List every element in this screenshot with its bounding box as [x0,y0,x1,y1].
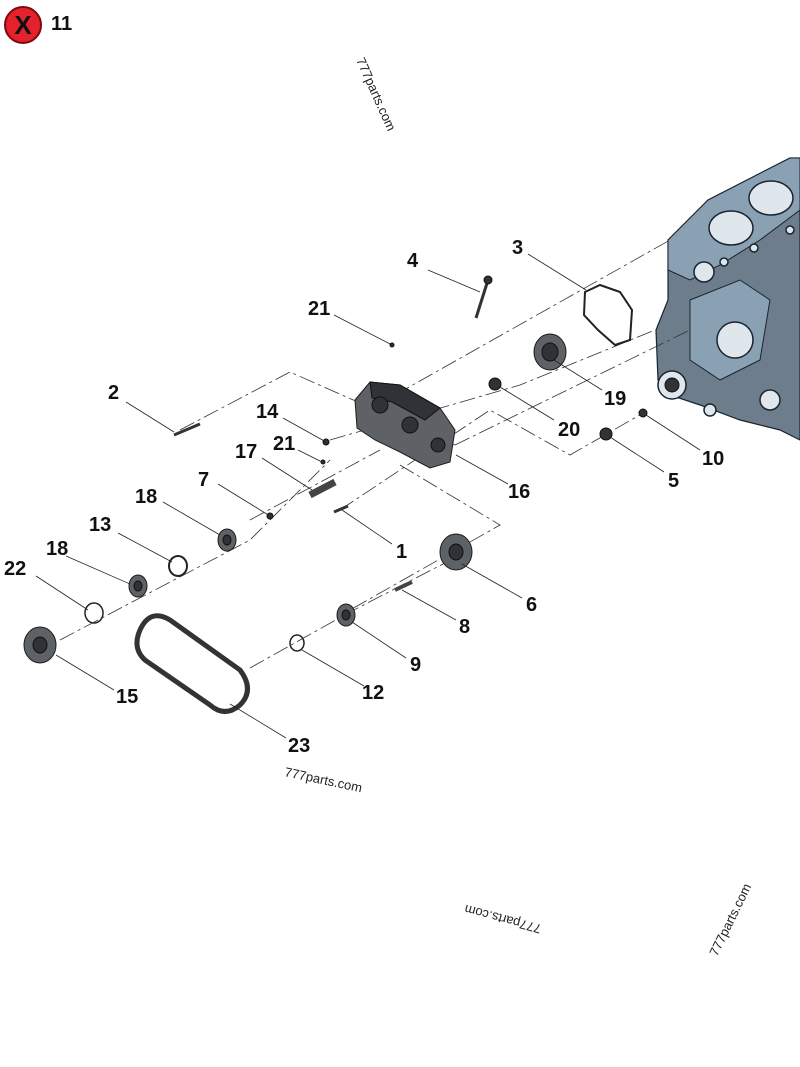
watermark: 777parts.com [283,764,363,795]
callout-16[interactable]: 16 [508,481,530,503]
parts [23,275,648,714]
callout-21[interactable]: 21 [273,433,295,455]
callout-18[interactable]: 18 [135,486,157,508]
close-icon[interactable]: X [4,6,42,44]
callout-19[interactable]: 19 [604,388,626,410]
callout-6[interactable]: 6 [526,594,537,616]
watermark: 777parts.com [706,881,754,958]
callout-17[interactable]: 17 [235,441,257,463]
callout-18[interactable]: 18 [46,538,68,560]
watermark: 777parts.com [353,55,399,133]
callout-23[interactable]: 23 [288,735,310,757]
callout-10[interactable]: 10 [702,448,724,470]
callout-2[interactable]: 2 [108,382,119,404]
callout-4[interactable]: 4 [407,250,419,272]
callout-8[interactable]: 8 [459,616,470,638]
callout-20[interactable]: 20 [558,419,580,441]
watermark: 777parts.com [463,902,543,937]
callout-7[interactable]: 7 [198,469,209,491]
leader-lines [35,253,701,739]
callout-21[interactable]: 21 [308,298,330,320]
callouts: 4 3 21 2 14 21 17 7 18 13 18 22 15 23 12… [4,237,724,757]
callout-15[interactable]: 15 [116,686,138,708]
callout-5[interactable]: 5 [668,470,679,492]
callout-12[interactable]: 12 [362,682,384,704]
callout-1[interactable]: 1 [396,541,407,563]
callout-14[interactable]: 14 [256,401,279,423]
callout-3[interactable]: 3 [512,237,523,259]
callout-13[interactable]: 13 [89,514,111,536]
assembly-center-lines [59,239,691,669]
callout-22[interactable]: 22 [4,558,26,580]
callout-9[interactable]: 9 [410,654,421,676]
close-symbol: X [14,10,32,40]
page-number: 11 [51,13,73,35]
engine-block [655,157,800,441]
oil-pump-body [354,381,456,469]
